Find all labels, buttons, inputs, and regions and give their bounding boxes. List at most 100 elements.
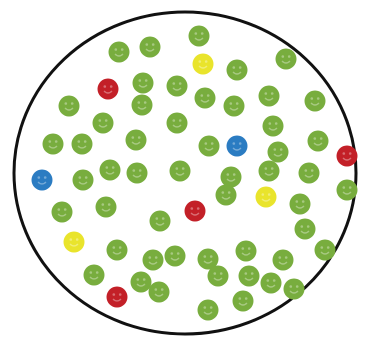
green-dot-circle	[126, 130, 147, 151]
green-dot	[284, 279, 305, 300]
green-dot-circle	[236, 241, 257, 262]
green-dot-circle	[73, 170, 94, 191]
green-dot	[167, 113, 188, 134]
green-dot	[107, 240, 128, 261]
green-dot-circle	[167, 76, 188, 97]
green-dot-circle	[295, 219, 316, 240]
green-dot	[73, 170, 94, 191]
green-dot	[72, 134, 93, 155]
green-dot	[236, 241, 257, 262]
green-dot-circle	[315, 240, 336, 261]
green-dot-circle	[100, 160, 121, 181]
green-dot	[143, 250, 164, 271]
green-dot-circle	[149, 282, 170, 303]
green-dot-circle	[132, 95, 153, 116]
green-dot-circle	[140, 37, 161, 58]
green-dot	[276, 49, 297, 70]
green-dot	[165, 246, 186, 267]
blue-dot-circle	[32, 170, 53, 191]
yellow-dot	[64, 232, 85, 253]
green-dot-circle	[72, 134, 93, 155]
green-dot	[170, 161, 191, 182]
green-dot	[133, 73, 154, 94]
green-dot	[126, 130, 147, 151]
green-dot-circle	[52, 202, 73, 223]
green-dot	[109, 42, 130, 63]
green-dot	[43, 134, 64, 155]
green-dot	[216, 185, 237, 206]
green-dot	[299, 163, 320, 184]
green-dot-circle	[167, 113, 188, 134]
green-dot-circle	[150, 211, 171, 232]
green-dot-circle	[299, 163, 320, 184]
green-dot	[100, 160, 121, 181]
red-dot	[185, 201, 206, 222]
green-dot-circle	[224, 96, 245, 117]
green-dot	[59, 96, 80, 117]
green-dot	[259, 86, 280, 107]
blue-dot	[227, 136, 248, 157]
green-dot	[261, 273, 282, 294]
green-dot	[93, 113, 114, 134]
green-dot-circle	[165, 246, 186, 267]
green-dot-circle	[273, 250, 294, 271]
green-dot-circle	[84, 265, 105, 286]
green-dot	[132, 95, 153, 116]
green-dot-circle	[96, 197, 117, 218]
green-dot	[259, 161, 280, 182]
green-dot-circle	[221, 167, 242, 188]
green-dot	[140, 37, 161, 58]
green-dot-circle	[239, 266, 260, 287]
green-dot	[131, 272, 152, 293]
yellow-dot-circle	[193, 54, 214, 75]
red-dot	[107, 287, 128, 308]
green-dot	[273, 250, 294, 271]
green-dot	[96, 197, 117, 218]
green-dot	[195, 88, 216, 109]
green-dot-circle	[305, 91, 326, 112]
green-dot-circle	[170, 161, 191, 182]
red-dot	[98, 79, 119, 100]
green-dot-circle	[107, 240, 128, 261]
yellow-dot	[256, 187, 277, 208]
green-dot	[315, 240, 336, 261]
green-dot	[227, 60, 248, 81]
green-dot-circle	[189, 26, 210, 47]
green-dot	[84, 265, 105, 286]
green-dot	[290, 194, 311, 215]
green-dot	[268, 142, 289, 163]
green-dot-circle	[259, 161, 280, 182]
green-dot-circle	[261, 273, 282, 294]
green-dot	[127, 163, 148, 184]
red-dot-circle	[337, 146, 358, 167]
green-dot	[198, 300, 219, 321]
green-dot-circle	[263, 116, 284, 137]
green-dot	[263, 116, 284, 137]
green-dot-circle	[109, 42, 130, 63]
green-dot-circle	[199, 136, 220, 157]
green-dot	[199, 136, 220, 157]
green-dot-circle	[290, 194, 311, 215]
green-dot-circle	[131, 272, 152, 293]
green-dot	[52, 202, 73, 223]
green-dot-circle	[268, 142, 289, 163]
green-dot	[295, 219, 316, 240]
green-dot-circle	[195, 88, 216, 109]
green-dot-circle	[59, 96, 80, 117]
green-dot-circle	[208, 266, 229, 287]
green-dot-circle	[284, 279, 305, 300]
green-dot-circle	[198, 300, 219, 321]
green-dot-circle	[276, 49, 297, 70]
green-dot	[189, 26, 210, 47]
green-dot-circle	[227, 60, 248, 81]
green-dot-circle	[216, 185, 237, 206]
green-dot-circle	[133, 73, 154, 94]
green-dot	[149, 282, 170, 303]
green-dot-circle	[308, 131, 329, 152]
green-dot	[305, 91, 326, 112]
green-dot	[150, 211, 171, 232]
green-dot	[239, 266, 260, 287]
green-dot-circle	[233, 291, 254, 312]
